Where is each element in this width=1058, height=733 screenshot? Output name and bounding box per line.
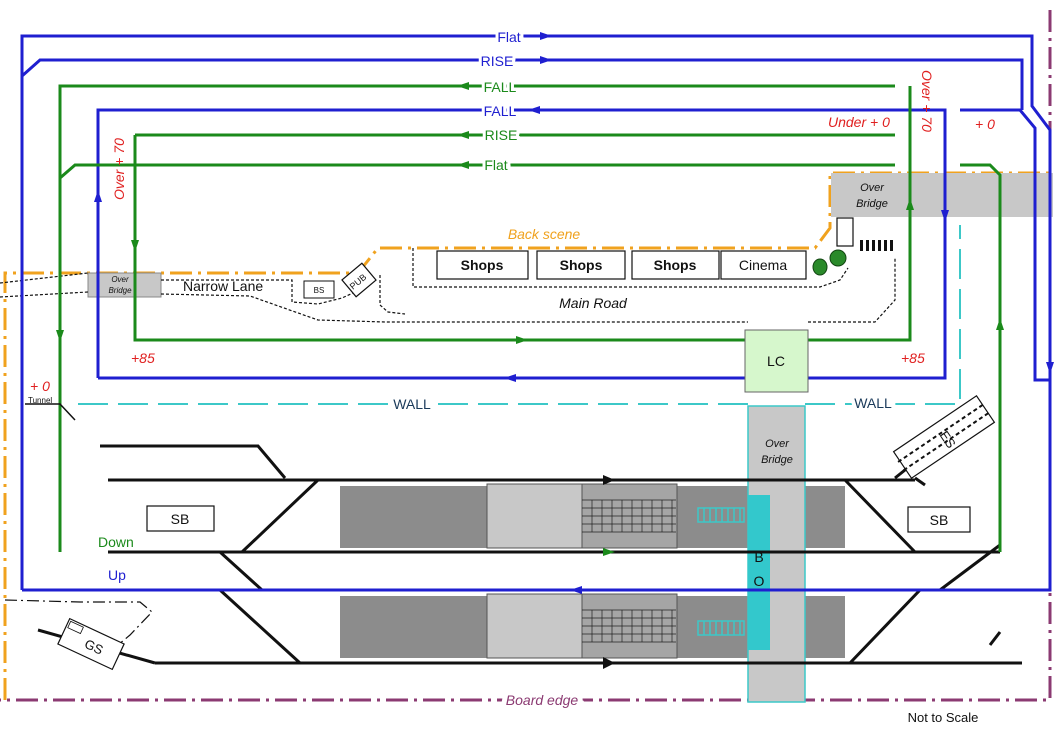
label-bo-o: O <box>754 573 765 589</box>
label-sb-left: SB <box>171 511 190 527</box>
label-over70-right: Over + 70 <box>919 70 935 132</box>
engine-shed <box>892 394 996 480</box>
label-shops-3: Shops <box>654 257 697 273</box>
over-bridge-left-line2: Bridge <box>108 286 132 295</box>
label-fall-inner: FALL <box>484 103 517 119</box>
label-over70-left: Over + 70 <box>111 138 127 200</box>
road-edges <box>0 248 896 323</box>
over-bridge-left-line1: Over <box>111 275 129 284</box>
pedestrian-crossing <box>860 240 893 251</box>
label-cinema: Cinema <box>739 257 787 273</box>
label-bs: BS <box>314 286 325 295</box>
label-wall-left: WALL <box>393 396 431 412</box>
over-bridge-left <box>87 272 162 298</box>
label-lc: LC <box>767 353 785 369</box>
shop-boxes <box>436 250 807 280</box>
label-down: Down <box>98 534 134 550</box>
label-up: Up <box>108 567 126 583</box>
goods-shed <box>57 617 125 671</box>
goods-siding <box>4 599 153 661</box>
label-tunnel: Tunnel <box>28 396 52 405</box>
over-bridge-top-line1: Over <box>860 182 885 194</box>
pub-building <box>341 262 377 298</box>
label-plus0-left: + 0 <box>30 378 50 394</box>
label-main-road: Main Road <box>559 295 628 311</box>
label-wall-right: WALL <box>854 395 892 411</box>
label-flat-outer: Flat <box>497 29 520 45</box>
signal-box-right <box>907 506 971 533</box>
label-shops-1: Shops <box>461 257 504 273</box>
over-bridge-station-line1: Over <box>765 438 790 450</box>
green-arrows <box>56 82 1004 556</box>
wall-line <box>78 225 961 405</box>
label-gs: GS <box>82 636 106 658</box>
label-plus85-left: +85 <box>131 350 155 366</box>
label-under0: Under + 0 <box>828 114 890 130</box>
label-fall-outer: FALL <box>484 79 517 95</box>
green-loop <box>58 84 1002 552</box>
booking-office <box>748 495 770 650</box>
label-plus0-right: + 0 <box>975 116 995 132</box>
footbridge-stairs <box>697 507 745 636</box>
label-flat-inner: Flat <box>484 157 507 173</box>
tree-icon <box>812 249 847 276</box>
label-shops-2: Shops <box>560 257 603 273</box>
signal-box-left <box>146 505 215 532</box>
kiosk-box <box>836 217 854 247</box>
label-narrow-lane: Narrow Lane <box>183 278 263 294</box>
over-bridge-top <box>831 173 1053 217</box>
label-sb-right: SB <box>930 512 949 528</box>
label-rise-outer: RISE <box>481 53 514 69</box>
level-crossing <box>744 329 809 393</box>
over-bridge-top-line2: Bridge <box>856 198 888 210</box>
backscene-line <box>3 171 1050 700</box>
label-rise-inner: RISE <box>485 127 518 143</box>
blue-arrows <box>94 32 1054 594</box>
label-back-scene: Back scene <box>508 226 581 242</box>
bus-shelter <box>303 280 335 299</box>
label-bo-b: B <box>754 549 763 565</box>
label-board-edge: Board edge <box>506 692 579 708</box>
track-direction-arrows <box>603 475 615 669</box>
canopy-grid <box>582 499 676 643</box>
label-plus85-right: +85 <box>901 350 925 366</box>
over-bridge-station-line2: Bridge <box>761 454 793 466</box>
tunnel-mouth <box>25 403 76 421</box>
label-not-to-scale: Not to Scale <box>908 710 979 725</box>
